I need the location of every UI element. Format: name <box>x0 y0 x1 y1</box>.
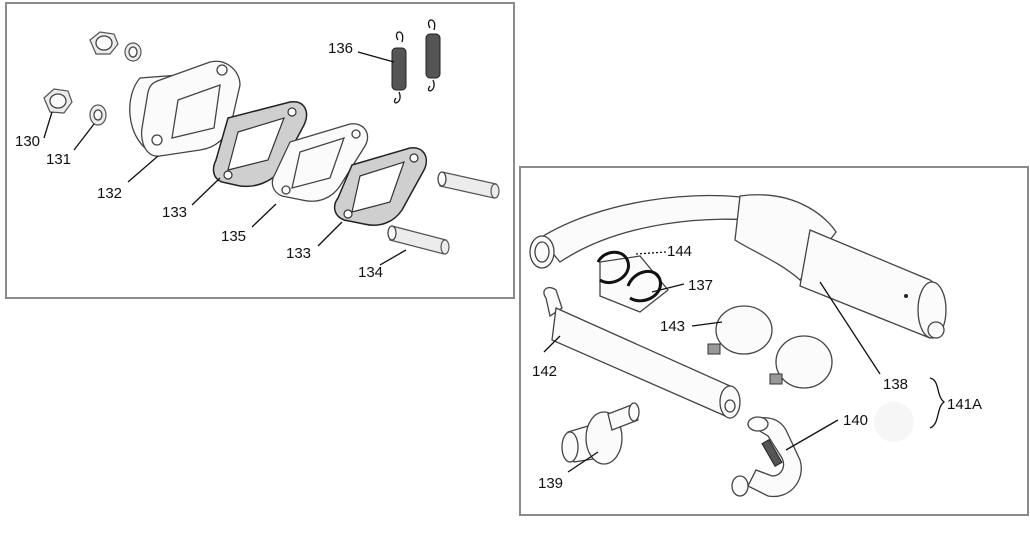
clamp-143-right <box>769 335 833 389</box>
stud-upper <box>437 171 500 199</box>
panel-intake-frame <box>5 2 515 299</box>
label-135: 135 <box>221 228 246 245</box>
gasket-133-left <box>212 101 308 188</box>
silencer-142 <box>543 286 741 419</box>
washer-131 <box>89 104 107 126</box>
label-131: 131 <box>46 151 71 168</box>
label-134: 134 <box>358 264 383 281</box>
gasket-133-right <box>333 147 428 226</box>
washer-upper <box>124 42 142 62</box>
label-139: 139 <box>538 475 563 492</box>
intake-flange-132 <box>129 60 241 157</box>
label-136: 136 <box>328 40 353 57</box>
label-138: 138 <box>883 376 908 393</box>
nut-upper <box>89 31 119 55</box>
pipe-joint-139 <box>561 402 640 465</box>
stud-134 <box>387 225 450 255</box>
label-133-right: 133 <box>286 245 311 262</box>
bracket-137 <box>596 250 669 313</box>
nut-130 <box>43 88 73 114</box>
label-143: 143 <box>660 318 685 335</box>
label-137: 137 <box>688 277 713 294</box>
spacer-135 <box>271 123 369 202</box>
label-130: 130 <box>15 133 40 150</box>
label-140: 140 <box>843 412 868 429</box>
exhaust-pipe-138 <box>529 194 947 339</box>
panel-exhaust-frame <box>519 166 1029 516</box>
clamp-143-left <box>707 305 773 355</box>
label-132: 132 <box>97 185 122 202</box>
label-142: 142 <box>532 363 557 380</box>
spring-136-right <box>425 19 441 92</box>
exhaust-elbow-140 <box>731 416 802 498</box>
label-141a: 141A <box>947 396 982 413</box>
label-133-left: 133 <box>162 204 187 221</box>
spring-136-left <box>391 31 407 104</box>
label-144: 144 <box>667 243 692 260</box>
